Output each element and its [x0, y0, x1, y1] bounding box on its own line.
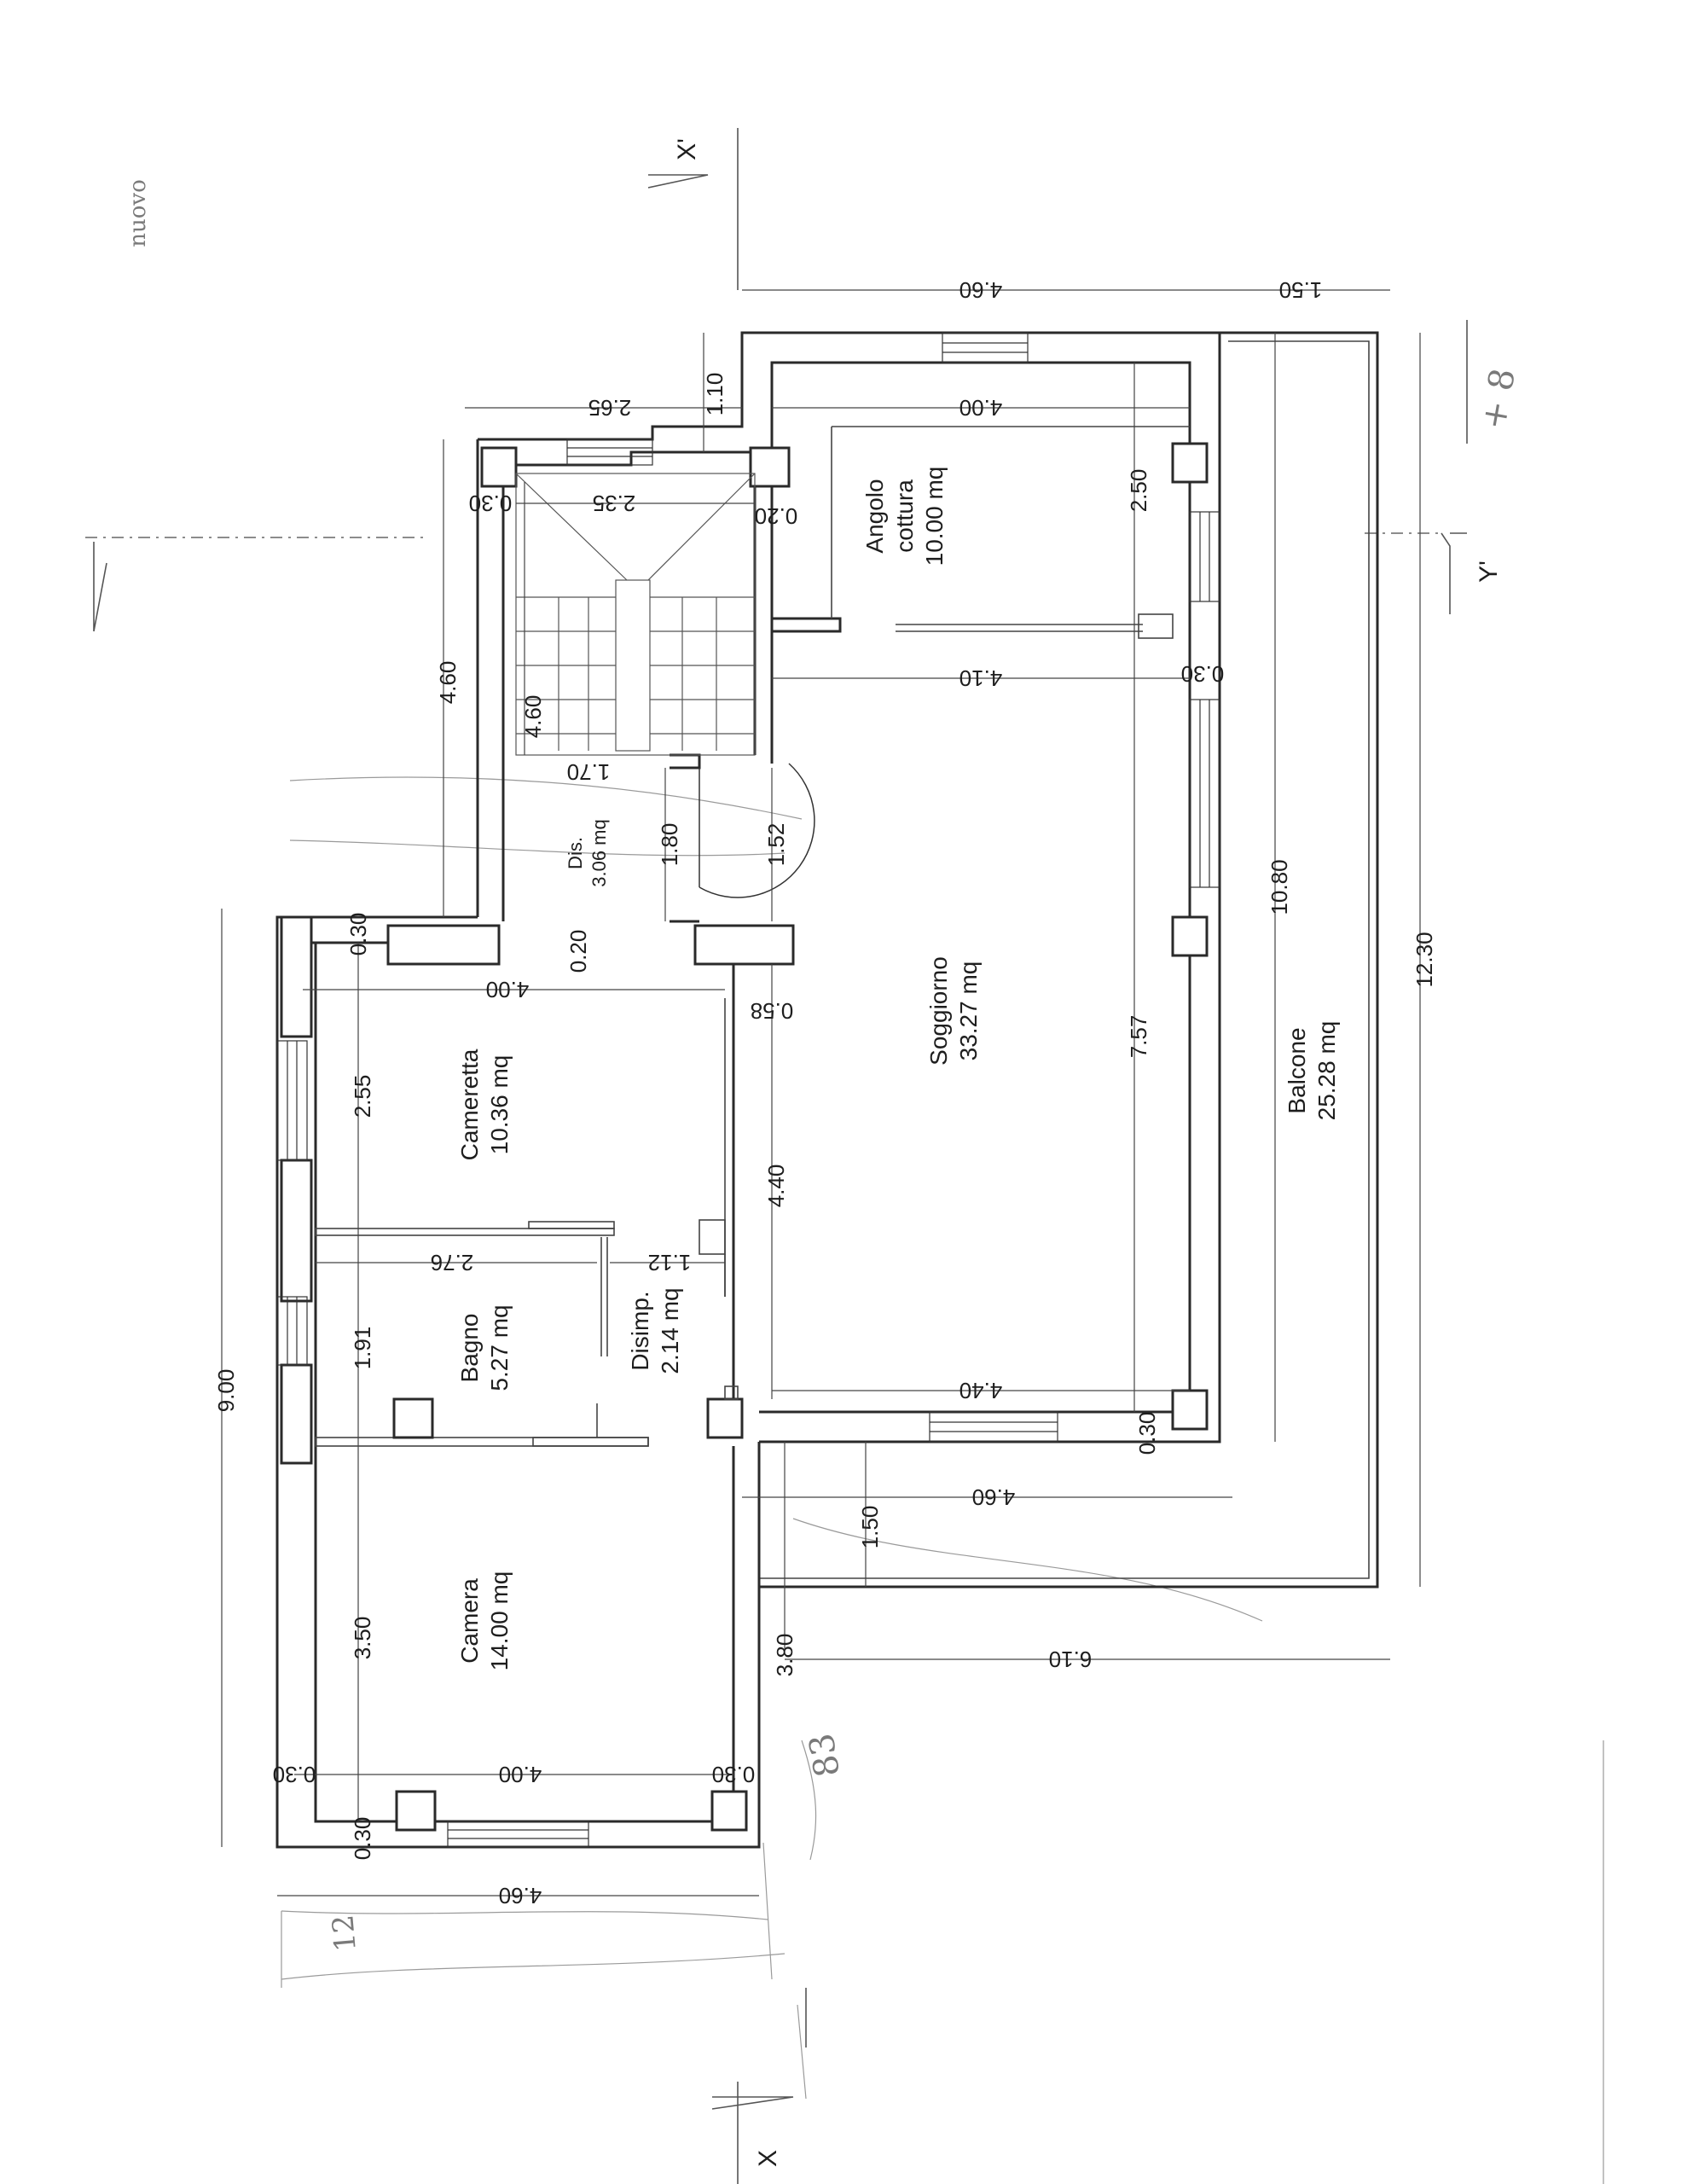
- svg-text:Y': Y': [1475, 561, 1503, 583]
- room-label-camera: Camera 14.00 mq: [456, 1571, 513, 1671]
- svg-text:cottura: cottura: [891, 479, 918, 553]
- svg-text:12: 12: [326, 1914, 363, 1954]
- svg-text:5.27 mq: 5.27 mq: [486, 1304, 513, 1391]
- svg-text:2.55: 2.55: [350, 1075, 375, 1118]
- svg-text:0.30: 0.30: [712, 1762, 756, 1787]
- svg-text:Dis.: Dis.: [565, 837, 586, 869]
- section-label-x-bottom: X: [754, 2150, 782, 2167]
- dimension-labels: 4.60 1.50 2.65 1.10 4.00 2.35 0.30 0.20 …: [213, 277, 1437, 1908]
- svg-text:0.30: 0.30: [469, 491, 513, 516]
- svg-text:3.50: 3.50: [350, 1617, 375, 1660]
- staircase: [515, 473, 756, 756]
- svg-text:Soggiorno: Soggiorno: [925, 956, 952, 1066]
- svg-text:9.00: 9.00: [213, 1369, 239, 1413]
- svg-text:1.91: 1.91: [350, 1327, 375, 1370]
- svg-text:0.30: 0.30: [345, 913, 371, 956]
- dimension-lines: [221, 289, 1421, 1896]
- room-label-angolo: Angolo cottura 10.00 mq: [861, 467, 948, 566]
- balcone-outline: [759, 331, 1379, 1589]
- svg-text:Disimp.: Disimp.: [627, 1291, 653, 1370]
- svg-text:7.57: 7.57: [1126, 1015, 1151, 1059]
- svg-text:4.60: 4.60: [972, 1484, 1016, 1510]
- columns: [280, 442, 1209, 1832]
- svg-text:1.80: 1.80: [657, 823, 682, 867]
- room-label-cameretta: Cameretta 10.36 mq: [456, 1048, 513, 1160]
- svg-text:6.10: 6.10: [1049, 1647, 1093, 1672]
- svg-text:25.28 mq: 25.28 mq: [1313, 1021, 1340, 1121]
- svg-text:X': X': [673, 138, 701, 160]
- svg-text:3.06 mq: 3.06 mq: [588, 819, 610, 887]
- svg-text:14.00 mq: 14.00 mq: [486, 1571, 513, 1671]
- svg-text:nuovo: nuovo: [125, 179, 151, 247]
- pencil-sketch: [281, 776, 1604, 2184]
- svg-text:10.00 mq: 10.00 mq: [921, 467, 948, 566]
- svg-text:4.00: 4.00: [486, 977, 530, 1002]
- svg-text:2.14 mq: 2.14 mq: [657, 1287, 683, 1374]
- svg-text:10.80: 10.80: [1267, 859, 1292, 915]
- svg-text:2.65: 2.65: [588, 395, 632, 421]
- svg-text:Angolo: Angolo: [861, 479, 888, 553]
- svg-text:1.52: 1.52: [763, 823, 789, 867]
- room-label-bagno: Bagno 5.27 mq: [456, 1304, 513, 1391]
- room-label-balcone: Balcone 25.28 mq: [1284, 1021, 1340, 1121]
- svg-text:+ 8: + 8: [1474, 365, 1523, 433]
- pencil-annotations: nuovo + 8 83 12: [125, 179, 1523, 1953]
- svg-text:Balcone: Balcone: [1284, 1027, 1310, 1113]
- svg-text:0.30: 0.30: [273, 1762, 316, 1787]
- section-label-y-right: Y': [1475, 561, 1503, 583]
- svg-text:0.30: 0.30: [1134, 1412, 1160, 1455]
- svg-text:2.35: 2.35: [593, 491, 636, 516]
- svg-text:2.76: 2.76: [431, 1250, 474, 1275]
- svg-text:4.00: 4.00: [959, 395, 1003, 421]
- svg-text:4.60: 4.60: [520, 695, 546, 739]
- svg-text:1.70: 1.70: [567, 759, 611, 785]
- svg-text:83: 83: [802, 1730, 848, 1780]
- svg-text:1.10: 1.10: [702, 373, 728, 416]
- svg-text:1.50: 1.50: [1279, 277, 1323, 303]
- section-markers: [85, 128, 1468, 2184]
- svg-text:2.50: 2.50: [1126, 469, 1151, 513]
- svg-text:0.30: 0.30: [1181, 661, 1225, 687]
- room-label-dis: Dis. 3.06 mq: [565, 819, 610, 887]
- svg-text:4.40: 4.40: [763, 1165, 789, 1208]
- svg-text:0.20: 0.20: [755, 503, 798, 529]
- svg-text:4.10: 4.10: [959, 665, 1003, 691]
- section-label-x-top: X': [673, 138, 701, 160]
- svg-text:Cameretta: Cameretta: [456, 1048, 483, 1160]
- svg-text:33.27 mq: 33.27 mq: [955, 961, 982, 1061]
- svg-text:4.60: 4.60: [499, 1883, 542, 1908]
- svg-text:10.36 mq: 10.36 mq: [486, 1055, 513, 1155]
- windows: [276, 332, 1220, 1848]
- svg-text:3.80: 3.80: [772, 1634, 797, 1677]
- svg-text:4.00: 4.00: [499, 1762, 542, 1787]
- svg-text:4.60: 4.60: [435, 661, 461, 705]
- svg-text:Camera: Camera: [456, 1578, 483, 1664]
- svg-text:4.40: 4.40: [959, 1378, 1003, 1403]
- svg-text:1.50: 1.50: [857, 1506, 883, 1549]
- walls-lower: [275, 915, 795, 1849]
- svg-text:0.58: 0.58: [751, 998, 794, 1024]
- room-label-disimp: Disimp. 2.14 mq: [627, 1287, 683, 1374]
- svg-text:4.60: 4.60: [959, 277, 1003, 303]
- svg-text:12.30: 12.30: [1412, 932, 1437, 987]
- svg-text:0.20: 0.20: [565, 930, 591, 973]
- room-label-soggiorno: Soggiorno 33.27 mq: [925, 956, 982, 1066]
- svg-text:1.12: 1.12: [648, 1250, 692, 1275]
- svg-text:0.30: 0.30: [350, 1817, 375, 1861]
- svg-text:X: X: [754, 2150, 782, 2167]
- svg-text:Bagno: Bagno: [456, 1314, 483, 1383]
- fixtures: [896, 613, 1174, 639]
